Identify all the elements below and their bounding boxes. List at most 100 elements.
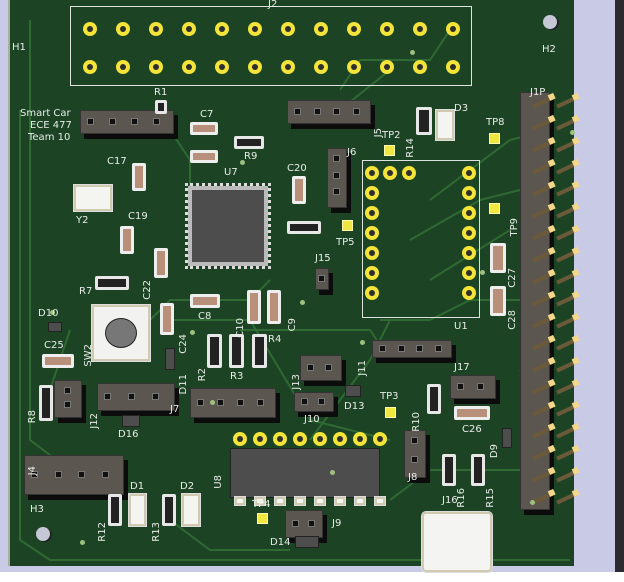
dip-lead	[334, 496, 346, 506]
designator-label-d10: D10	[38, 308, 59, 319]
trace	[170, 319, 391, 441]
capacitor	[120, 226, 134, 254]
connector-j5	[287, 100, 371, 124]
resistor	[95, 276, 129, 290]
test-point[interactable]	[489, 133, 500, 144]
led	[181, 493, 201, 527]
pin-socket	[318, 275, 325, 282]
designator-label-c7: C7	[200, 109, 214, 120]
designator-label-j7: J7	[170, 404, 180, 415]
pin-socket	[477, 383, 484, 390]
capacitor	[190, 150, 218, 163]
via	[210, 400, 215, 405]
capacitor	[154, 248, 168, 278]
test-point[interactable]	[342, 220, 353, 231]
resistor	[207, 334, 222, 368]
usb-c-connector-j16[interactable]	[421, 511, 493, 573]
dip-lead	[314, 496, 326, 506]
pin-socket	[411, 437, 418, 444]
dip-pin-pad	[293, 432, 307, 446]
pin-socket	[325, 364, 332, 371]
resistor	[162, 494, 176, 526]
module-pin-pad	[462, 286, 476, 300]
dip-pin-pad	[373, 432, 387, 446]
designator-label-c27: C27	[507, 268, 518, 288]
dip-pin-pad	[333, 432, 347, 446]
trace	[169, 519, 290, 551]
pin-socket	[87, 118, 94, 125]
header-pin-pad	[182, 22, 196, 36]
test-point[interactable]	[489, 203, 500, 214]
connector-j15	[315, 268, 329, 290]
designator-label-j1p: J1P	[530, 87, 546, 98]
capacitor	[292, 176, 306, 204]
header-pin-pad	[413, 22, 427, 36]
designator-label-tp9: TP9	[509, 218, 520, 237]
dip-lead	[374, 496, 386, 506]
test-point[interactable]	[385, 407, 396, 418]
header-pin-pad	[314, 22, 328, 36]
test-point[interactable]	[257, 513, 268, 524]
pin-socket	[54, 471, 62, 478]
resistor	[442, 454, 456, 486]
header-pin-pad	[182, 60, 196, 74]
designator-label-u8: U8	[213, 475, 224, 489]
pin-socket	[434, 345, 442, 352]
module-pin-pad	[462, 246, 476, 260]
designator-label-c28: C28	[507, 310, 518, 330]
designator-label-j8: J8	[408, 472, 418, 483]
pin-socket	[397, 345, 405, 352]
designator-label-j12: J12	[89, 413, 100, 429]
via	[240, 160, 245, 165]
designator-label-r15: R15	[485, 488, 496, 508]
pin-socket	[301, 398, 308, 405]
capacitor	[490, 286, 506, 316]
module-pin-pad	[462, 186, 476, 200]
header-pin-pad	[314, 60, 328, 74]
connector-j10	[294, 392, 334, 412]
designator-label-j10: J10	[304, 414, 320, 425]
ic-u8-dip	[230, 448, 380, 498]
dip-lead	[354, 496, 366, 506]
module-pin-pad	[462, 206, 476, 220]
via	[50, 310, 55, 315]
designator-label-r4: R4	[268, 334, 282, 345]
diode	[295, 536, 319, 548]
diode	[48, 322, 62, 332]
pin-socket	[313, 108, 321, 115]
led	[128, 493, 147, 527]
designator-label-h3: H3	[30, 504, 44, 515]
designator-label-c26: C26	[462, 424, 482, 435]
trace	[339, 29, 451, 91]
designator-label-y2: Y2	[76, 215, 89, 226]
switch-button[interactable]	[105, 318, 137, 348]
designator-label-j16: J16	[442, 495, 458, 506]
via	[530, 500, 535, 505]
via	[190, 330, 195, 335]
designator-label-c20: C20	[287, 163, 307, 174]
designator-label-tp4: TP4	[252, 499, 271, 510]
designator-label-tp2: TP2	[382, 130, 401, 141]
silkscreen-text: Team 10	[28, 132, 71, 143]
module-pin-pad	[383, 166, 397, 180]
designator-label-r13: R13	[151, 522, 162, 542]
viewer-edge	[615, 0, 624, 572]
capacitor	[490, 243, 506, 273]
header-pin-pad	[380, 60, 394, 74]
pin-socket	[318, 398, 325, 405]
header-pin-pad	[413, 60, 427, 74]
designator-label-c25: C25	[44, 340, 64, 351]
dip-lead	[274, 496, 286, 506]
designator-label-j13: J13	[291, 374, 302, 390]
designator-label-tp5: TP5	[336, 237, 355, 248]
trace	[409, 189, 521, 241]
resistor	[39, 385, 53, 421]
silkscreen-text: Smart Car	[20, 108, 71, 119]
module-pin-pad	[462, 266, 476, 280]
designator-label-tp8: TP8	[486, 117, 505, 128]
designator-label-c24: C24	[178, 334, 189, 354]
dip-pin-pad	[313, 432, 327, 446]
connector-j9	[285, 510, 323, 538]
test-point[interactable]	[384, 145, 395, 156]
